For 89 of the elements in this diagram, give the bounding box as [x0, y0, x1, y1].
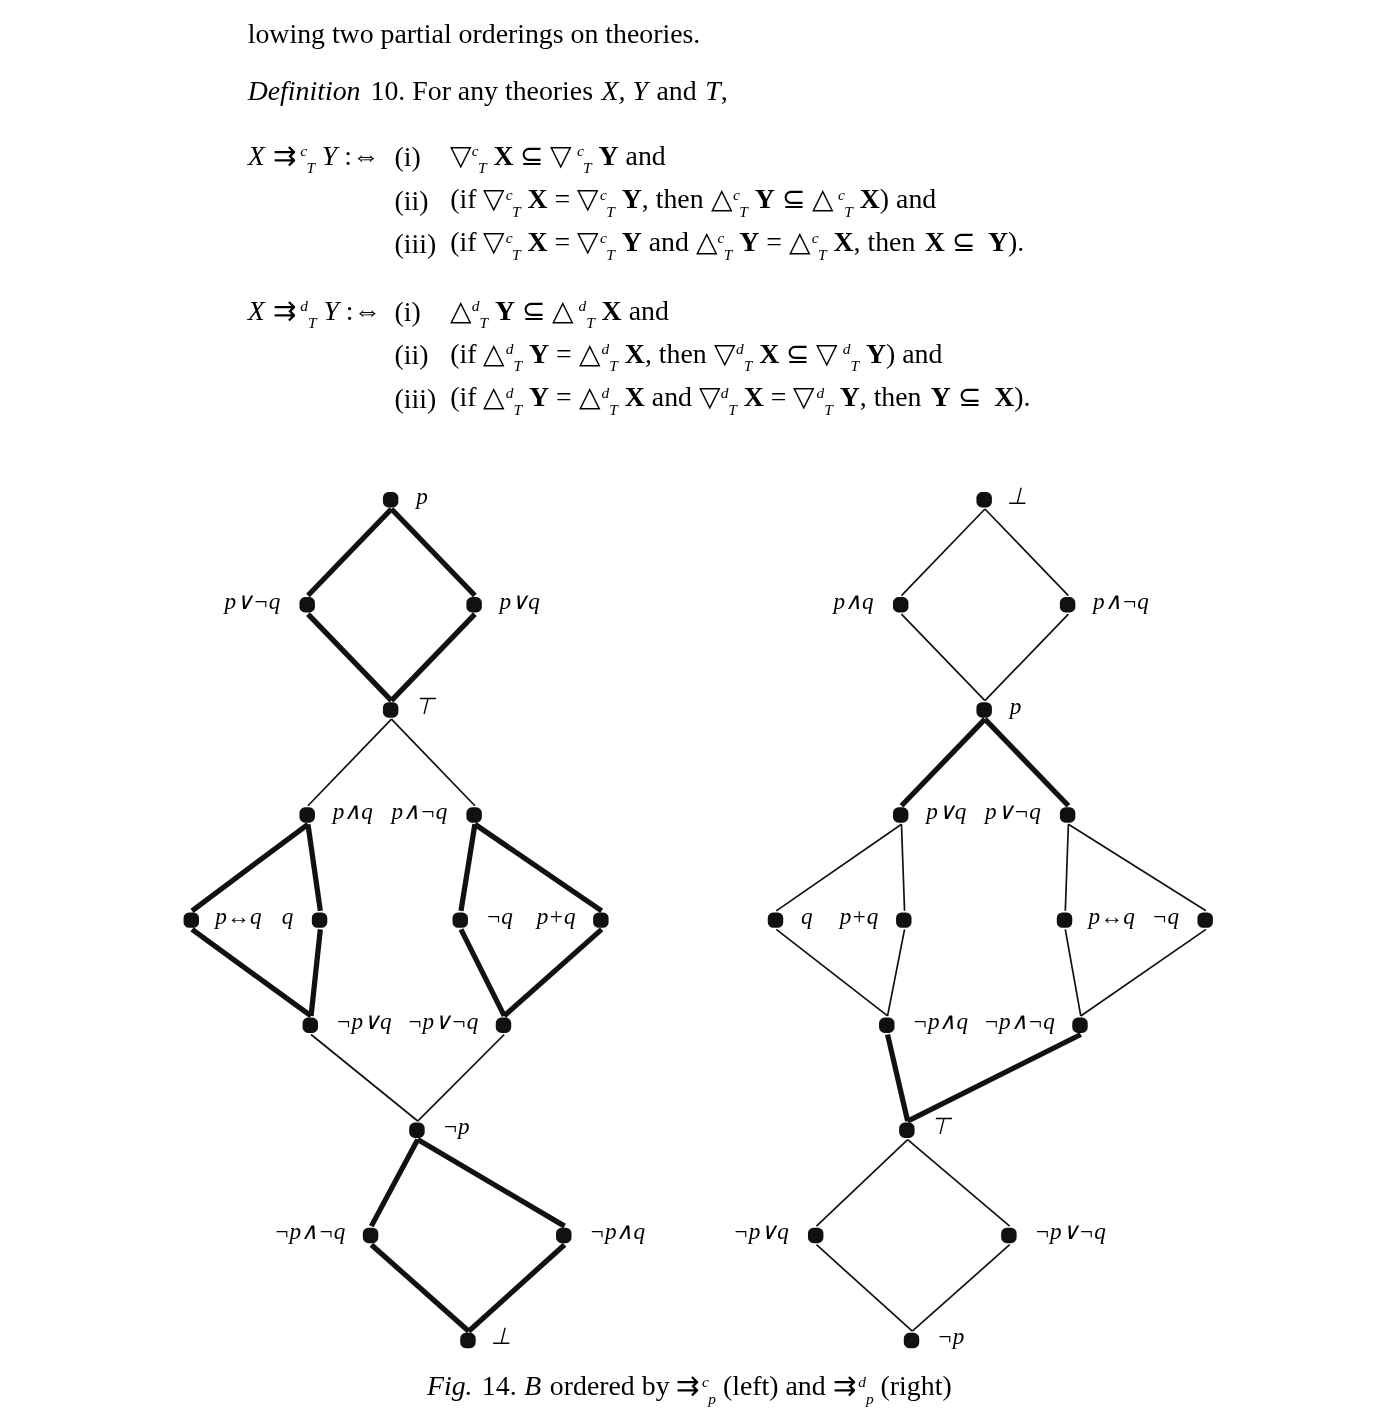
node-label: ¬p∧¬q — [273, 1218, 346, 1245]
connector — [190, 822, 310, 913]
label: ▽$^{c}$$_{T}$ X ⊆ ▽$^{c}$$_{T}$ Y and — [450, 139, 666, 177]
connector — [775, 823, 903, 912]
node-label: p∧¬q — [391, 797, 448, 824]
node-label: p+q — [839, 902, 879, 929]
node-label: ¬p∧q — [912, 1008, 969, 1035]
node-label: p∧q — [833, 587, 874, 614]
node-label: p↔q — [1088, 902, 1135, 929]
connector — [911, 1243, 1011, 1333]
connector — [886, 928, 906, 1017]
node-label: ¬p∨q — [335, 1008, 392, 1035]
connector — [906, 1138, 1011, 1227]
connector — [906, 1032, 1082, 1124]
connector — [389, 612, 477, 703]
connector — [1079, 928, 1207, 1017]
connector — [900, 823, 906, 912]
connector — [310, 1033, 419, 1122]
node-label: ¬p∧¬q — [983, 1008, 1055, 1035]
connector — [458, 823, 478, 912]
node-label: ⊤ — [413, 692, 434, 719]
connector — [815, 1138, 909, 1227]
node-label: ¬p∧q — [589, 1218, 646, 1245]
label: (iii) — [394, 228, 437, 260]
label: (iii) — [394, 382, 437, 414]
label: (if ▽$^{c}$$_{T}$ X = ▽$^{c}$$_{T}$ Y and △$^{c}$$_{T}$ Y = △$^{c}$$_{T}$ X, then X ⊆ Y). — [450, 226, 1025, 263]
node-label: ⊥ — [1007, 482, 1028, 509]
label: (i) — [394, 141, 421, 173]
node-label: ⊥ — [491, 1323, 512, 1350]
connector — [900, 613, 986, 702]
node-label: ¬p∨q — [733, 1218, 789, 1245]
label: X ⇉$^{c}$$_{T}$ Y :⇔ — [247, 139, 380, 177]
connector — [190, 927, 313, 1019]
node-label: p+q — [536, 902, 576, 929]
connector — [466, 1242, 567, 1334]
label: X ⇉$^{d}$$_{T}$ Y :⇔ — [247, 294, 382, 331]
connector — [306, 612, 394, 703]
node-label: q — [281, 902, 294, 929]
node-label: ¬p — [442, 1113, 470, 1140]
connector — [473, 822, 604, 913]
connector — [416, 1033, 506, 1122]
label: (ii) — [394, 184, 429, 216]
node-label: ⊤ — [930, 1113, 951, 1140]
node-label: ¬q — [1151, 902, 1180, 929]
connector — [984, 508, 1070, 597]
node-label: p∨q — [926, 797, 967, 824]
node-label: p∧¬q — [1093, 587, 1149, 614]
label: lowing two partial orderings on theories. — [247, 17, 701, 49]
connector — [502, 927, 604, 1018]
connector — [984, 613, 1070, 702]
node-label: ¬p — [937, 1323, 965, 1350]
label: (ii) — [394, 339, 429, 371]
connector — [305, 823, 323, 912]
node-label: p — [1009, 692, 1022, 719]
connector — [307, 718, 393, 807]
node-label: ¬p∨¬q — [406, 1008, 479, 1035]
connector — [369, 1138, 421, 1228]
connector — [306, 507, 394, 598]
label: (if △$^{d}$$_{T}$ Y = △$^{d}$$_{T}$ X, then ▽$^{d}$$_{T}$ X ⊆ ▽$^{d}$$_{T}$ Y) and — [450, 337, 943, 375]
connector — [369, 1242, 471, 1334]
connector — [983, 717, 1071, 808]
label: (if △$^{d}$$_{T}$ Y = △$^{d}$$_{T}$ X and ▽$^{d}$$_{T}$ X = ▽$^{d}$$_{T}$ Y, then Y ⊆ X). — [450, 381, 1031, 418]
connector — [390, 718, 476, 807]
label: Definition 10. For any theories X, Y and T, — [247, 75, 728, 107]
node-label: p — [416, 482, 428, 509]
connector — [1064, 928, 1082, 1017]
node-label: ¬q — [485, 902, 513, 929]
connector — [899, 717, 987, 808]
connector — [416, 1137, 566, 1229]
connector — [775, 928, 889, 1017]
caption: Fig. 14. B ordered by ⇉$^{c}$$_{p}$ (left) and ⇉$^{d}$$_{p}$ (right) — [426, 1370, 952, 1407]
node-label: p∨¬q — [984, 797, 1041, 824]
node-label: q — [801, 902, 813, 929]
label: △$^{d}$$_{T}$ Y ⊆ △$^{d}$$_{T}$ X and — [450, 294, 669, 331]
node-label: p↔q — [215, 902, 262, 929]
connector — [1064, 823, 1070, 912]
label: (i) — [394, 296, 421, 328]
label: (if ▽$^{c}$$_{T}$ X = ▽$^{c}$$_{T}$ Y, then △$^{c}$$_{T}$ Y ⊆ △$^{c}$$_{T}$ X) and — [450, 183, 937, 220]
node-label: p∧q — [332, 797, 373, 824]
connector — [815, 1243, 914, 1333]
connector — [900, 508, 986, 597]
connector — [458, 928, 507, 1018]
node-label: p∨q — [499, 587, 540, 614]
connector — [885, 1033, 911, 1122]
node-label: p∨¬q — [224, 587, 281, 614]
connector — [1067, 823, 1207, 912]
connector — [389, 507, 477, 598]
node-label: ¬p∨¬q — [1034, 1218, 1106, 1245]
connector — [308, 929, 323, 1017]
